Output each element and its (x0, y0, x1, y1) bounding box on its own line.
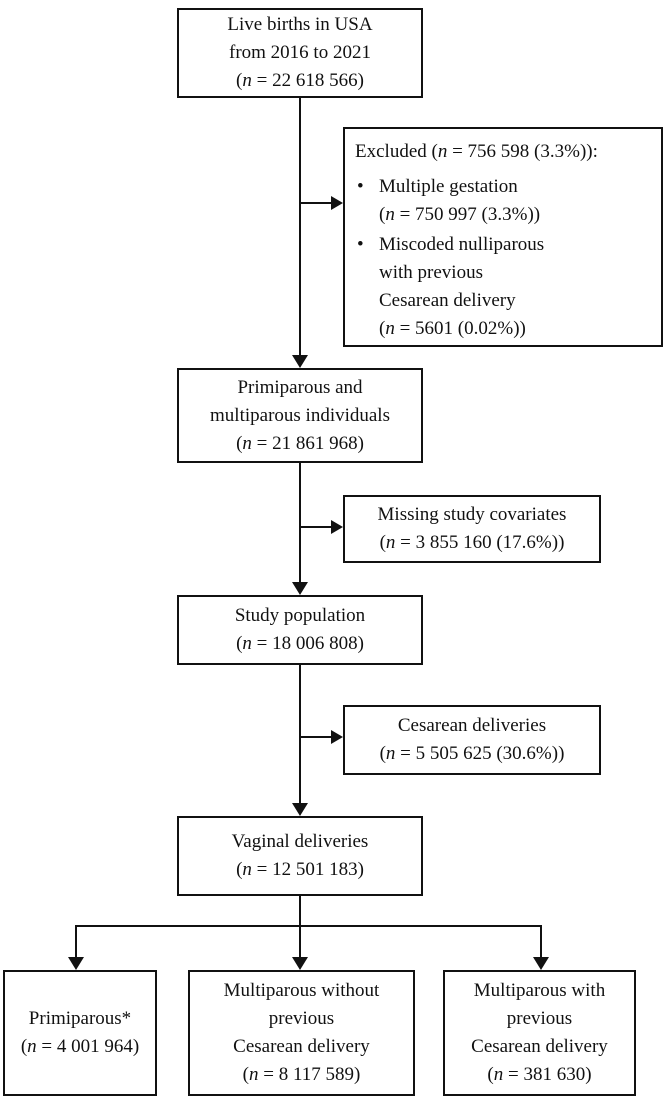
arrowhead-right-icon (331, 730, 343, 744)
box-missing-covariates: Missing study covariates(n = 3 855 160 (… (343, 495, 601, 563)
arrowhead-down-icon (533, 957, 549, 970)
arrowhead-down-icon (68, 957, 84, 970)
bullet-icon: • (357, 234, 364, 255)
box-vaginal-deliveries-text: Vaginal deliveries(n = 12 501 183) (231, 831, 369, 880)
box-study-population-text: Study population(n = 18 006 808) (234, 605, 366, 654)
excluded-bullet-multiple-gestation-text: Multiple gestation(n = 750 997 (3.3%)) (379, 176, 541, 225)
connector-branch-bar (75, 925, 542, 927)
box-cesarean-deliveries-text: Cesarean deliveries(n = 5 505 625 (30.6%… (379, 715, 565, 764)
arrowhead-down-icon (292, 803, 308, 816)
connector-studypop-to-vaginal (299, 665, 301, 803)
connector-branch-to-multiparous-with (540, 925, 542, 957)
box-study-population: Study population(n = 18 006 808) (177, 595, 423, 665)
bullet-icon: • (357, 176, 364, 197)
arrowhead-right-icon (331, 196, 343, 210)
connector-branch-to-multiparous-without (299, 925, 301, 957)
arrowhead-down-icon (292, 957, 308, 970)
excluded-header: Excluded (n = 756 598 (3.3%)): (355, 141, 598, 162)
connector-branch-to-primiparous (75, 925, 77, 957)
connector-primimulti-to-studypop (299, 463, 301, 582)
connector-branch-excluded (300, 202, 332, 204)
connector-livebirths-to-primimulti (299, 97, 301, 355)
connector-vaginal-to-branch (299, 896, 301, 927)
box-missing-covariates-text: Missing study covariates(n = 3 855 160 (… (377, 504, 567, 553)
box-primiparous: Primiparous*(n = 4 001 964) (3, 970, 157, 1096)
box-primiparous-text: Primiparous*(n = 4 001 964) (20, 1008, 140, 1057)
connector-branch-cesarean (300, 736, 332, 738)
arrowhead-down-icon (292, 355, 308, 368)
arrowhead-down-icon (292, 582, 308, 595)
excluded-bullet-multiple-gestation: • Multiple gestation(n = 750 997 (3.3%)) (355, 173, 540, 229)
box-excluded: Excluded (n = 756 598 (3.3%)): • Multipl… (343, 127, 663, 347)
box-cesarean-deliveries: Cesarean deliveries(n = 5 505 625 (30.6%… (343, 705, 601, 775)
connector-branch-missing-covariates (300, 526, 332, 528)
arrowhead-right-icon (331, 520, 343, 534)
box-vaginal-deliveries: Vaginal deliveries(n = 12 501 183) (177, 816, 423, 896)
